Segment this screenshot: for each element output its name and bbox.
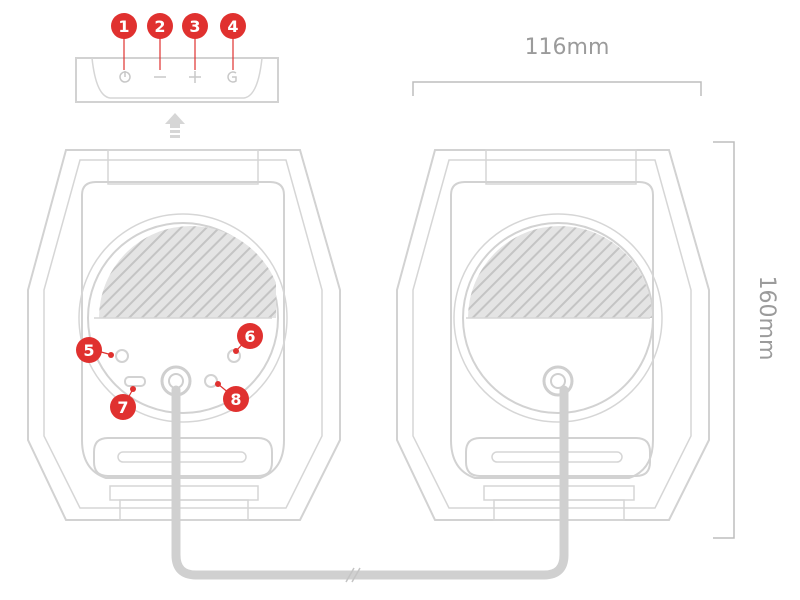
plus-icon [189,71,201,83]
svg-text:3: 3 [189,17,200,36]
connecting-cable [171,385,569,580]
callout-8: 8 [215,381,249,412]
callouts: 1 2 3 4 5 6 [76,13,263,420]
callout-2: 2 [147,13,173,70]
left-speaker [27,149,341,521]
height-label: 160mm [754,276,779,361]
lift-arrow-icon [165,113,185,138]
height-dimension: 160mm [713,141,779,539]
svg-text:6: 6 [244,327,255,346]
usb-c-port [124,376,146,387]
svg-text:2: 2 [154,17,165,36]
mode-icon [227,71,237,83]
callout-4: 4 [220,13,246,70]
callout-3: 3 [182,13,208,70]
left-rear-port [115,349,129,363]
svg-text:1: 1 [118,17,129,36]
power-icon [119,71,131,83]
width-dimension: 116mm [412,35,702,96]
svg-text:8: 8 [230,390,241,409]
svg-text:5: 5 [83,341,94,360]
callout-6: 6 [233,323,263,354]
cable-break-icon [345,567,361,583]
svg-text:7: 7 [117,398,128,417]
grille-right [468,226,652,318]
grille-left [99,226,276,318]
aux-port [204,374,218,388]
top-control-panel [75,57,279,103]
callout-1: 1 [111,13,137,70]
right-speaker [396,149,710,521]
svg-text:4: 4 [227,17,238,36]
callout-5: 5 [76,337,114,363]
width-label: 116mm [525,35,610,60]
callout-7: 7 [110,386,136,420]
